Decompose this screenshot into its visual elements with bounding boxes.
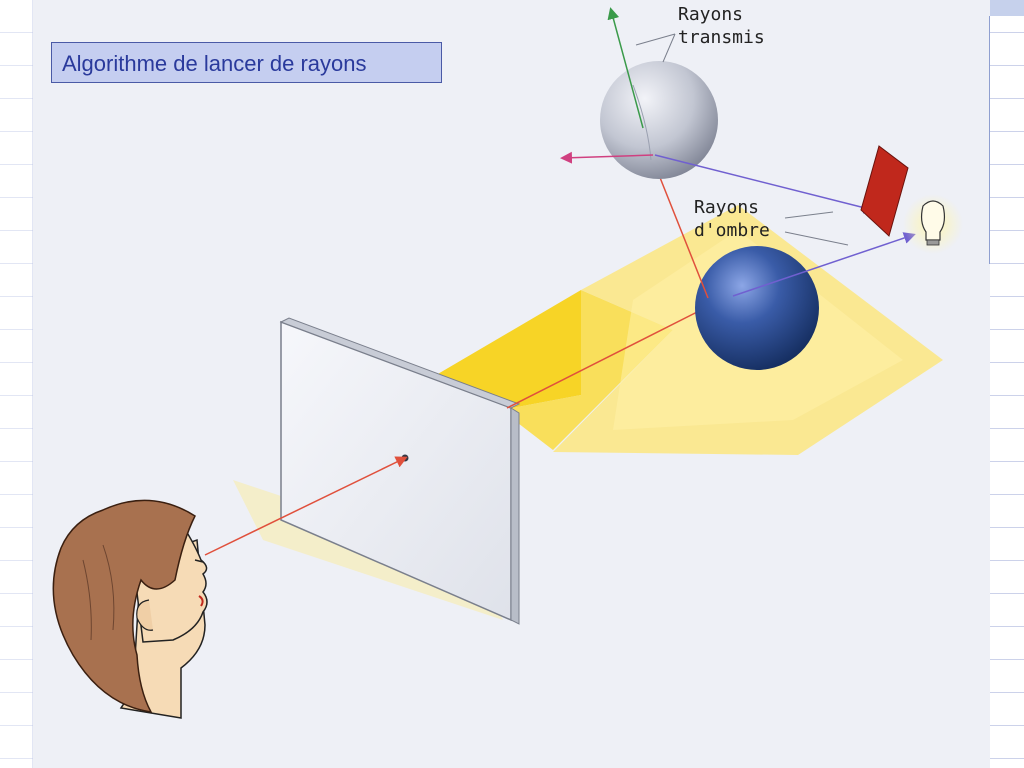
opaque-sphere [695, 246, 819, 370]
transparent-sphere [600, 61, 718, 179]
label-transmitted-line1: Rayons [678, 4, 744, 25]
label-shadow-rays: Rayons d'ombre [694, 196, 770, 242]
shadow-ray [732, 232, 916, 297]
label-shadow-line2: d'ombre [694, 220, 770, 241]
label-transmitted-rays: Rayons transmis [678, 3, 765, 49]
secondary-reflected-ray [560, 151, 654, 164]
image-plane [279, 317, 521, 625]
diagram-canvas [52, 7, 963, 719]
slide-side-accent [990, 0, 1024, 16]
red-occluder-panel [860, 145, 909, 237]
primary-ray-to-sphere [506, 303, 714, 409]
light-bulb-icon [903, 194, 963, 254]
raytracing-diagram [33, 0, 990, 768]
reflected-ray-to-sphere [650, 157, 709, 299]
slide-side-bar [990, 0, 1024, 768]
slide-side-line [989, 16, 990, 264]
viewer-face [52, 499, 208, 719]
occluded-shadow-ray [654, 154, 876, 214]
transmitted-ray [607, 7, 644, 129]
label-transmitted-line2: transmis [678, 27, 765, 48]
label-shadow-line1: Rayons [694, 197, 760, 218]
slide-title: Algorithme de lancer de rayons [51, 42, 442, 83]
primary-ray-to-pixel [204, 456, 408, 556]
label-leader-lines [635, 33, 849, 246]
